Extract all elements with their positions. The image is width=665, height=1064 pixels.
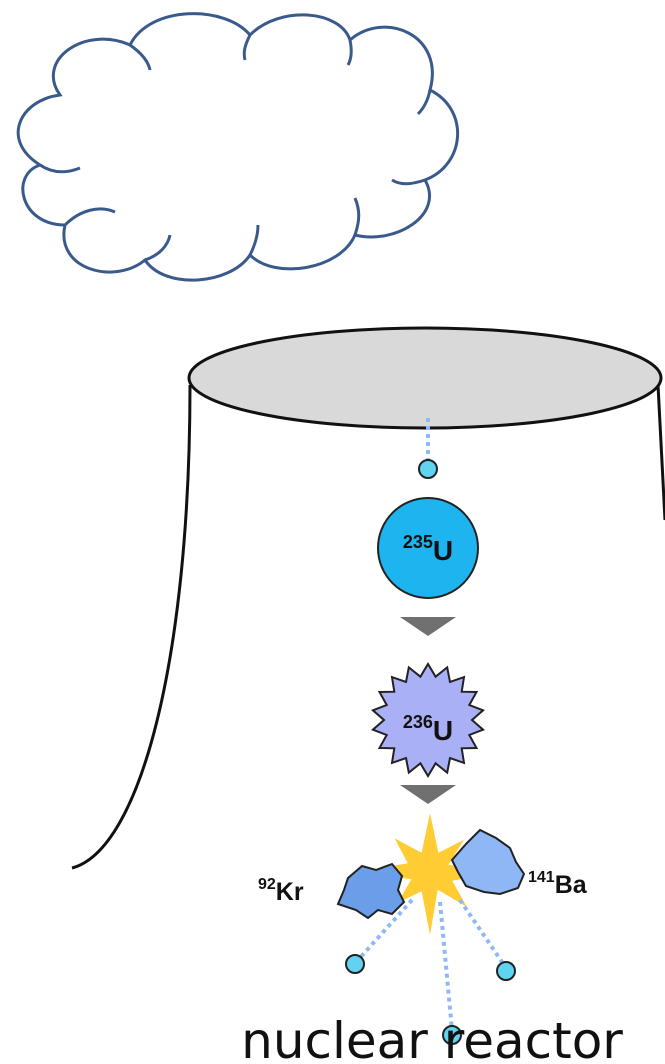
cloud-icon: [18, 14, 457, 281]
kr-fragment: [338, 864, 404, 918]
reactor-tower: [72, 385, 665, 868]
ba-fragment: [452, 830, 524, 894]
reactor-top: [189, 328, 661, 428]
caption: nuclear reactor: [241, 1012, 623, 1064]
reactor-right-wall: [658, 385, 665, 520]
reactor-left-wall: [72, 385, 190, 868]
neutron-trail: [440, 902, 452, 1030]
kr-label: 92Kr: [258, 876, 304, 906]
arrow-down-icon: [400, 785, 456, 804]
ba-label: 141Ba: [528, 869, 588, 899]
neutron-icon: [346, 955, 364, 973]
neutron-trail: [460, 900, 502, 962]
neutron-icon: [419, 460, 437, 478]
neutron-icon: [497, 962, 515, 980]
arrow-down-icon: [400, 617, 456, 636]
